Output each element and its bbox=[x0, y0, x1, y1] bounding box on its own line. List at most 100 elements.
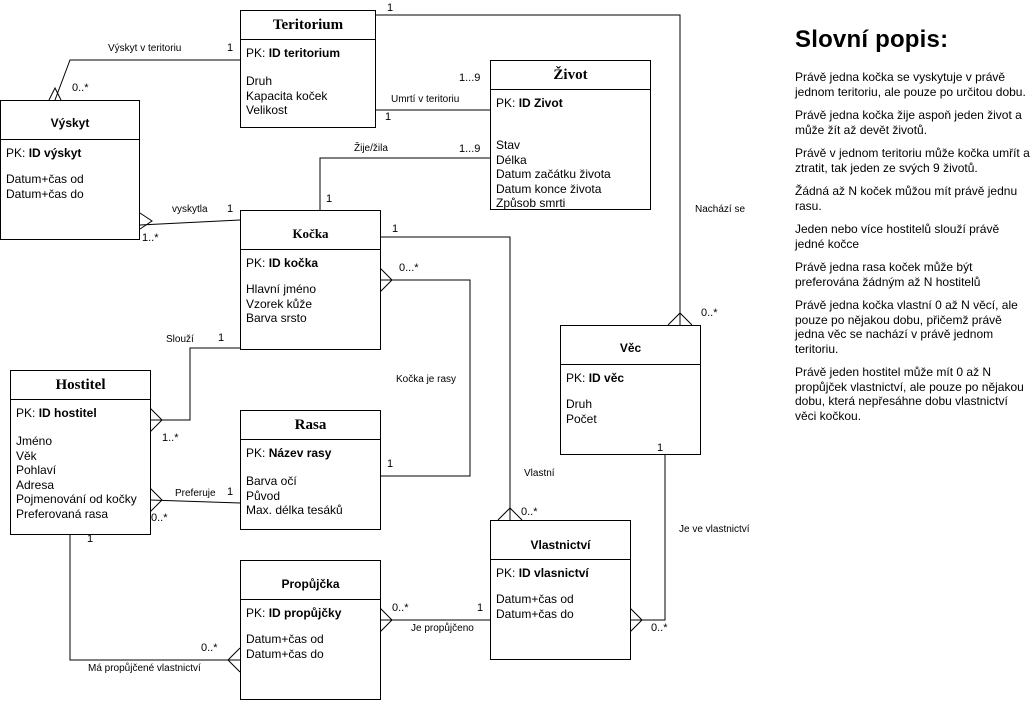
attribute: Datum začátku života bbox=[496, 167, 611, 181]
multiplicity: 1 bbox=[657, 442, 664, 454]
attribute: Druh bbox=[566, 397, 593, 411]
multiplicity: 1 bbox=[387, 2, 394, 14]
attribute: Max. délka tesáků bbox=[246, 503, 343, 517]
attribute: Vzorek kůže bbox=[246, 296, 313, 311]
multiplicity: 1 bbox=[326, 193, 333, 205]
attribute: Kapacita koček bbox=[246, 88, 328, 103]
multiplicity: 0..* bbox=[151, 512, 168, 524]
description-paragraph: Žádná až N koček můžou mít právě jednu r… bbox=[795, 184, 1018, 213]
entity-title: Výskyt bbox=[1, 101, 139, 140]
entity-title: Rasa bbox=[241, 411, 380, 440]
entity-kocka[interactable]: Kočka PK: ID kočka Hlavní jméno Vzorek k… bbox=[240, 210, 381, 350]
entity-title: Kočka bbox=[241, 211, 380, 250]
multiplicity: 1 bbox=[392, 223, 399, 235]
attribute: Věk bbox=[16, 448, 37, 463]
multiplicity: 0..* bbox=[701, 307, 718, 319]
attribute: Stav bbox=[496, 138, 521, 152]
primary-key: PK: ID Zivot bbox=[496, 96, 563, 110]
entity-title: Hostitel bbox=[11, 371, 150, 400]
attribute-list: Datum+čas od Datum+čas do bbox=[491, 580, 630, 621]
attribute: Datum+čas od bbox=[246, 632, 324, 646]
attribute: Datum+čas do bbox=[246, 646, 324, 661]
multiplicity: 1..* bbox=[142, 232, 159, 244]
multiplicity: 1 bbox=[387, 458, 394, 470]
attribute: Preferovaná rasa bbox=[16, 506, 109, 521]
relationship-label: Nachází se bbox=[695, 204, 746, 215]
relationship-label: Je propůjčeno bbox=[411, 623, 474, 634]
multiplicity: 1 bbox=[218, 332, 225, 344]
entity-vec[interactable]: Věc PK: ID věc Druh Počet bbox=[560, 325, 701, 455]
attribute-list: Barva očí Původ Max. délka tesáků bbox=[241, 460, 380, 518]
relationship-label: Slouží bbox=[166, 334, 194, 345]
relationship-label: Žije/žila bbox=[354, 143, 388, 154]
multiplicity: 1 bbox=[227, 42, 234, 54]
attribute: Pojmenování od kočky bbox=[16, 492, 137, 506]
relationship-label: vyskytla bbox=[172, 204, 208, 215]
multiplicity: 1 bbox=[385, 111, 392, 123]
multiplicity: 1 bbox=[227, 203, 234, 215]
attribute: Délka bbox=[496, 152, 527, 167]
entity-title: Propůjčka bbox=[241, 561, 380, 600]
multiplicity: 1...9 bbox=[459, 72, 481, 84]
attribute-list: Druh Kapacita koček Velikost bbox=[241, 60, 375, 118]
entity-vlastnictvi[interactable]: Vlastnictví PK: ID vlasnictví Datum+čas … bbox=[490, 520, 631, 660]
relationship-label: Výskyt v teritoriu bbox=[108, 43, 182, 54]
attribute: Počet bbox=[566, 411, 597, 426]
description-paragraph: Právě jedna kočka se vyskytuje v právě j… bbox=[795, 70, 1026, 99]
multiplicity: 0..* bbox=[72, 82, 89, 94]
attribute: Barva očí bbox=[246, 474, 297, 488]
entity-title: Život bbox=[491, 61, 650, 90]
primary-key: PK: ID věc bbox=[566, 371, 625, 385]
attribute: Datum+čas do bbox=[496, 606, 574, 621]
entity-title: Teritorium bbox=[241, 11, 375, 40]
description-paragraph: Právě jedna kočka žije aspoň jeden život… bbox=[795, 108, 1022, 137]
primary-key: PK: ID kočka bbox=[246, 256, 319, 270]
multiplicity: 0...* bbox=[399, 262, 419, 274]
entity-title: Věc bbox=[561, 326, 700, 365]
relationship-label: Vlastní bbox=[524, 468, 555, 479]
primary-key: PK: ID propůjčky bbox=[246, 606, 342, 620]
primary-key: PK: ID výskyt bbox=[6, 146, 82, 160]
attribute: Hlavní jméno bbox=[246, 282, 317, 296]
attribute: Druh bbox=[246, 74, 273, 88]
description-heading: Slovní popis: bbox=[795, 26, 949, 53]
description-panel: Slovní popis: Právě jedna kočka se vysky… bbox=[795, 26, 1030, 432]
entity-zivot[interactable]: Život PK: ID Zivot Stav Délka Datum začá… bbox=[490, 60, 651, 210]
description-paragraph: Právě jeden hostitel může mít 0 až N pro… bbox=[795, 365, 1024, 423]
attribute-list: Jméno Věk Pohlaví Adresa Pojmenování od … bbox=[11, 420, 150, 521]
primary-key: PK: ID teritorium bbox=[246, 46, 341, 60]
attribute: Datum konce života bbox=[496, 181, 602, 196]
entity-teritorium[interactable]: Teritorium PK: ID teritorium Druh Kapaci… bbox=[240, 10, 376, 128]
entity-propujcka[interactable]: Propůjčka PK: ID propůjčky Datum+čas od … bbox=[240, 560, 381, 700]
multiplicity: 0..* bbox=[201, 642, 218, 654]
attribute: Jméno bbox=[16, 434, 53, 448]
relationship-label: Je ve vlastnictví bbox=[679, 524, 750, 535]
primary-key: PK: ID vlasnictví bbox=[496, 566, 589, 580]
multiplicity: 1 bbox=[477, 602, 484, 614]
attribute: Adresa bbox=[16, 477, 55, 492]
entity-vyskyt[interactable]: Výskyt PK: ID výskyt Datum+čas od Datum+… bbox=[0, 100, 140, 240]
attribute: Způsob smrti bbox=[496, 196, 566, 210]
primary-key: PK: ID hostitel bbox=[16, 406, 97, 420]
entity-hostitel[interactable]: Hostitel PK: ID hostitel Jméno Věk Pohla… bbox=[10, 370, 151, 535]
relationship-label: Umrtí v teritoriu bbox=[391, 94, 460, 105]
description-paragraph: Právě v jednom teritoriu může kočka umří… bbox=[795, 146, 1030, 175]
attribute-list: Datum+čas od Datum+čas do bbox=[241, 620, 380, 661]
relationship-label: Preferuje bbox=[175, 488, 216, 499]
multiplicity: 1..* bbox=[162, 432, 179, 444]
entity-title: Vlastnictví bbox=[491, 521, 630, 560]
attribute: Datum+čas od bbox=[496, 592, 574, 606]
attribute: Původ bbox=[246, 488, 281, 503]
attribute-list: Druh Počet bbox=[561, 385, 700, 426]
relationship-label: Kočka je rasy bbox=[396, 374, 457, 385]
attribute-list: Stav Délka Datum začátku života Datum ko… bbox=[491, 110, 650, 211]
multiplicity: 0..* bbox=[651, 622, 668, 634]
multiplicity: 1 bbox=[227, 486, 234, 498]
attribute-list: Datum+čas od Datum+čas do bbox=[1, 160, 139, 201]
attribute: Barva srsto bbox=[246, 311, 307, 325]
attribute: Datum+čas do bbox=[6, 186, 84, 201]
primary-key: PK: Název rasy bbox=[246, 446, 332, 460]
entity-rasa[interactable]: Rasa PK: Název rasy Barva očí Původ Max.… bbox=[240, 410, 381, 530]
multiplicity: 1 bbox=[87, 533, 94, 545]
